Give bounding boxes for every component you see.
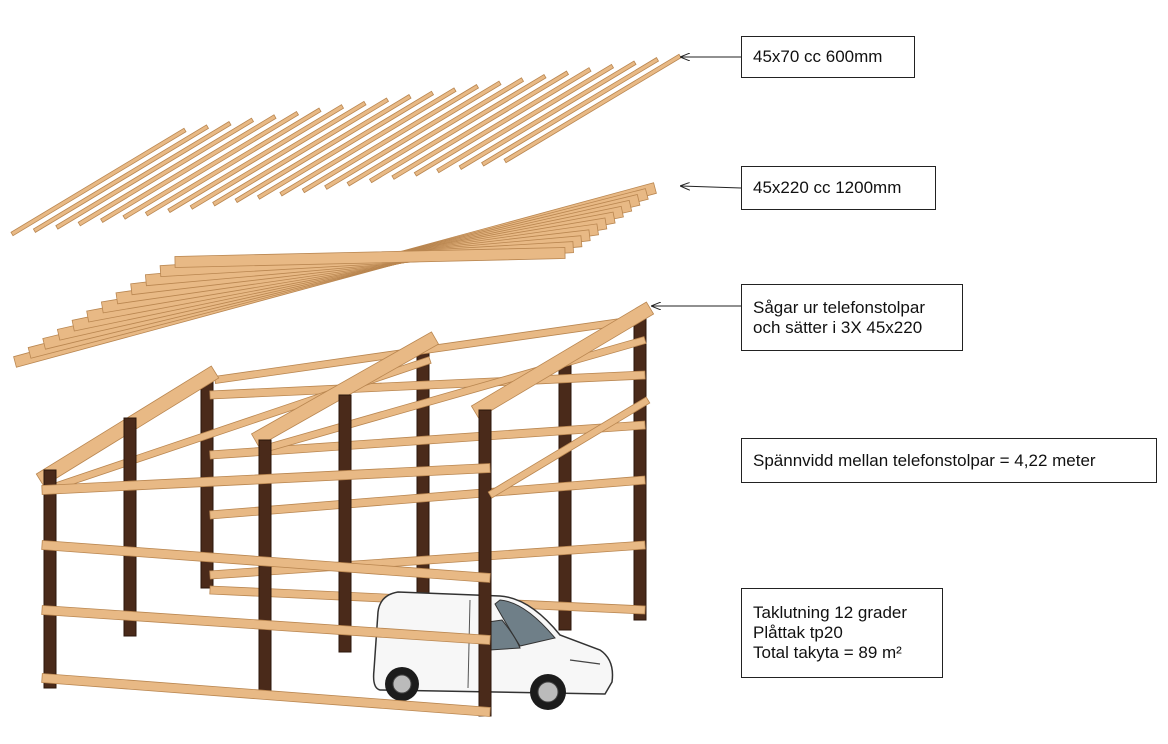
roof-lath [10, 127, 187, 237]
post-front [123, 417, 137, 637]
roof-lath [167, 104, 345, 214]
roof-callout: Taklutning 12 grader Plåttak tp20 Total … [741, 588, 943, 678]
roof-lath [458, 60, 637, 170]
post-front [43, 469, 57, 689]
roof-lath [122, 110, 300, 220]
girt-back [209, 420, 646, 460]
roof-lath [256, 90, 435, 200]
roof-lath [324, 80, 502, 190]
roof-lath [144, 107, 322, 217]
post-front [478, 409, 492, 717]
roof-lath [279, 87, 457, 197]
roof-lath [436, 63, 615, 174]
roof-lath [32, 124, 210, 233]
posts-callout: Sågar ur telefonstolpar och sätter i 3X … [741, 284, 963, 351]
roof-lath [55, 121, 232, 230]
girt-back [209, 475, 646, 520]
posts-callout-line-2: och sätter i 3X 45x220 [753, 317, 923, 337]
girt-front [41, 605, 491, 645]
roof-callout-line-3: Total takyta = 89 m² [753, 643, 902, 662]
post-back [558, 359, 572, 631]
van-rear-wheel-rim [392, 674, 412, 694]
roof-lath [481, 57, 660, 167]
roof-lath [503, 53, 682, 164]
van-door-line [467, 599, 471, 689]
roof-lath [100, 114, 277, 223]
laths-callout-text: 45x70 cc 600mm [753, 47, 883, 66]
roof-lath [368, 73, 547, 184]
roof-lath [391, 70, 570, 180]
roof-callout-line-1: Taklutning 12 grader [753, 603, 908, 622]
top-beam [250, 331, 440, 447]
leader-line [681, 186, 742, 188]
van-front-wheel-rim [537, 681, 559, 703]
posts-callout-line-1: Sågar ur telefonstolpar [753, 297, 925, 317]
roof-lath [189, 100, 367, 210]
roof-callout-line-2: Plåttak tp20 [753, 623, 843, 642]
laths-callout: 45x70 cc 600mm [741, 36, 915, 78]
span-callout-text: Spännvidd mellan telefonstolpar = 4,22 m… [753, 450, 1096, 470]
roof-lath [301, 84, 480, 194]
roof-lath [77, 117, 255, 227]
span-callout: Spännvidd mellan telefonstolpar = 4,22 m… [741, 438, 1157, 483]
van-side-window [487, 619, 521, 651]
frame-front-group [41, 394, 651, 717]
top-beam [470, 301, 655, 419]
girt-front [41, 673, 491, 717]
roof-lath [234, 94, 412, 204]
roof-laths-group [10, 53, 682, 237]
roof-lath [413, 67, 592, 177]
roof-lath [212, 97, 390, 207]
post-back [633, 311, 647, 621]
van-illustration [372, 591, 614, 710]
van-headlight-line [569, 659, 601, 665]
rafters-group [13, 182, 657, 368]
rafters-callout: 45x220 cc 1200mm [741, 166, 936, 210]
post-front [338, 394, 352, 653]
girt-front [41, 463, 491, 495]
roof-lath [346, 77, 525, 187]
girt-front [41, 540, 491, 583]
leader-lines-group [652, 57, 742, 306]
rafter [174, 247, 566, 268]
rafters-callout-text: 45x220 cc 1200mm [753, 178, 902, 197]
van-windshield [494, 599, 556, 647]
diagonal-brace [487, 396, 651, 499]
